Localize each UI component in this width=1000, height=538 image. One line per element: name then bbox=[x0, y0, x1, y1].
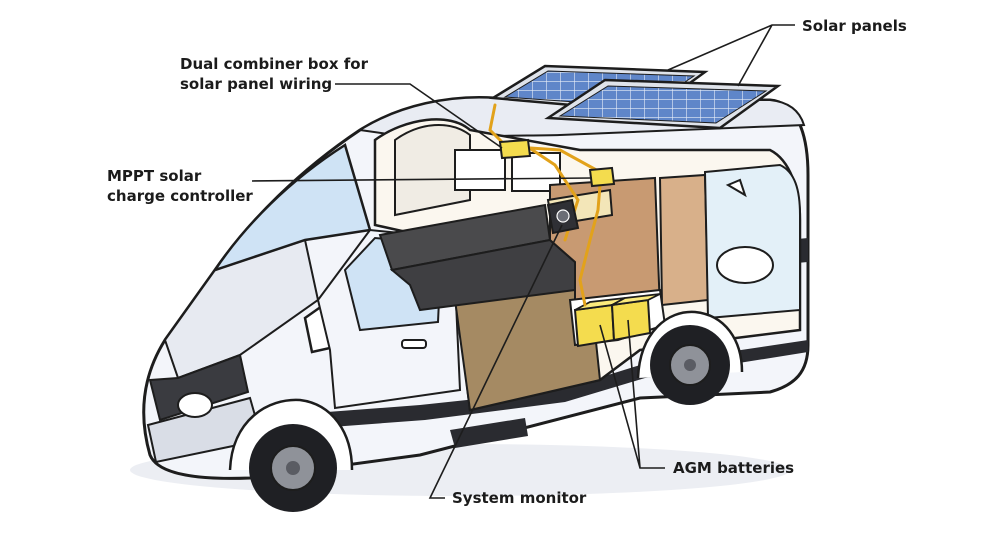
label-combiner-line-1: Dual combiner box for bbox=[180, 55, 368, 73]
headlight bbox=[177, 392, 213, 418]
agm-battery-2 bbox=[610, 293, 661, 342]
interior-window-pane-1 bbox=[454, 149, 506, 191]
windshield bbox=[211, 143, 372, 273]
leader-system-monitor bbox=[428, 224, 563, 499]
wheel-front bbox=[228, 398, 354, 512]
solar-wiring bbox=[488, 103, 602, 307]
combiner-box bbox=[498, 138, 532, 160]
shower-head bbox=[725, 178, 747, 198]
bathroom-unit bbox=[703, 163, 801, 320]
label-solar-panels: Solar panels bbox=[802, 16, 907, 36]
side-step bbox=[450, 418, 528, 448]
label-mppt-controller: MPPT solar charge controller bbox=[107, 166, 253, 206]
label-agm-batteries: AGM batteries bbox=[673, 458, 794, 478]
label-system-monitor-text: System monitor bbox=[452, 489, 587, 507]
leader-combiner-box bbox=[335, 83, 503, 149]
label-agm-batteries-text: AGM batteries bbox=[673, 459, 795, 477]
leader-lines bbox=[251, 24, 795, 499]
toilet bbox=[716, 246, 774, 284]
door-handle bbox=[401, 339, 427, 349]
leader-agm-batteries bbox=[599, 319, 665, 469]
label-combiner-box: Dual combiner box for solar panel wiring bbox=[180, 54, 368, 94]
front-grille bbox=[148, 353, 250, 422]
mppt-controller bbox=[588, 166, 616, 188]
label-system-monitor: System monitor bbox=[452, 488, 586, 508]
monitor-dial bbox=[556, 209, 570, 223]
rear-cabinet bbox=[658, 173, 710, 307]
label-mppt-line-1: MPPT solar bbox=[107, 167, 202, 185]
leader-mppt bbox=[251, 177, 593, 182]
leader-solar-panels bbox=[667, 24, 795, 87]
wheel-rear bbox=[636, 310, 744, 405]
solar-panel-rear bbox=[544, 78, 782, 130]
label-mppt-line-2: charge controller bbox=[107, 187, 253, 205]
label-combiner-line-2: solar panel wiring bbox=[180, 75, 333, 93]
label-solar-panels-text: Solar panels bbox=[802, 17, 907, 35]
